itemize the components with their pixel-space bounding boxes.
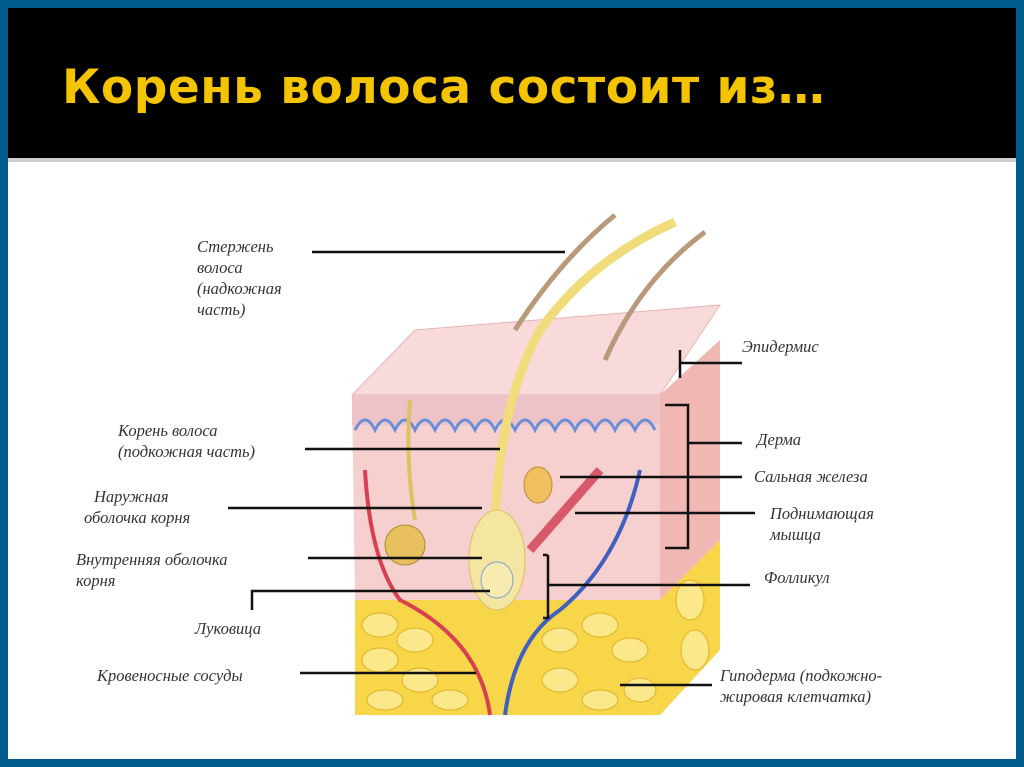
- sweat-gland-coil: [384, 524, 426, 566]
- epidermis-top: [350, 304, 721, 396]
- label-hair-root: Корень волоса (подкожная часть): [118, 420, 255, 462]
- label-hair-shaft: Стержень волоса (надкожная часть): [197, 236, 282, 320]
- label-line: (надкожная: [197, 279, 282, 298]
- label-line: жировая клетчатка): [720, 687, 871, 706]
- fat-cells: [361, 579, 710, 711]
- blood-vessel-blue: [503, 469, 642, 716]
- hair-main: [490, 217, 677, 581]
- label-inner-root-sheath: Внутренняя оболочка корня: [76, 549, 228, 591]
- label-line: Поднимающая: [770, 504, 874, 523]
- label-epidermis: Эпидермис: [742, 337, 819, 356]
- slide-header: Корень волоса состоит из…: [8, 8, 1016, 162]
- label-line: Внутренняя оболочка: [76, 550, 228, 569]
- label-follicle: Фолликул: [764, 568, 830, 587]
- hair-bulb: [480, 561, 514, 599]
- label-dermis: Дерма: [757, 430, 802, 449]
- hair-shaft-right: [602, 229, 707, 362]
- label-line: Гиподерма (подкожно-: [720, 666, 883, 685]
- label-arrector-muscle: Поднимающая мышца: [770, 503, 874, 545]
- label-line: корня: [76, 571, 116, 590]
- hair-shaft-left: [512, 213, 617, 332]
- blood-vessel-red: [363, 469, 492, 716]
- label-hypodermis: Гиподерма (подкожно- жировая клетчатка): [720, 665, 882, 707]
- label-line: часть): [197, 300, 246, 319]
- arrector-muscle: [526, 467, 604, 553]
- slide-title: Корень волоса состоит из…: [62, 60, 826, 115]
- label-line: Корень волоса: [118, 421, 218, 440]
- label-sebaceous-gland: Сальная железа: [754, 467, 868, 486]
- leader-lines: [228, 250, 755, 687]
- label-bulb: Луковица: [195, 619, 261, 638]
- label-line: Наружная: [94, 487, 169, 506]
- label-line: мышца: [770, 525, 821, 544]
- label-line: (подкожная часть): [118, 442, 255, 461]
- label-line: Стержень: [197, 237, 274, 256]
- label-blood-vessels: Кровеносные сосуды: [97, 666, 243, 685]
- label-line: волоса: [197, 258, 243, 277]
- label-line: оболочка корня: [84, 508, 191, 527]
- sebaceous-gland: [523, 466, 553, 504]
- label-outer-root-sheath: Наружная оболочка корня: [84, 486, 190, 528]
